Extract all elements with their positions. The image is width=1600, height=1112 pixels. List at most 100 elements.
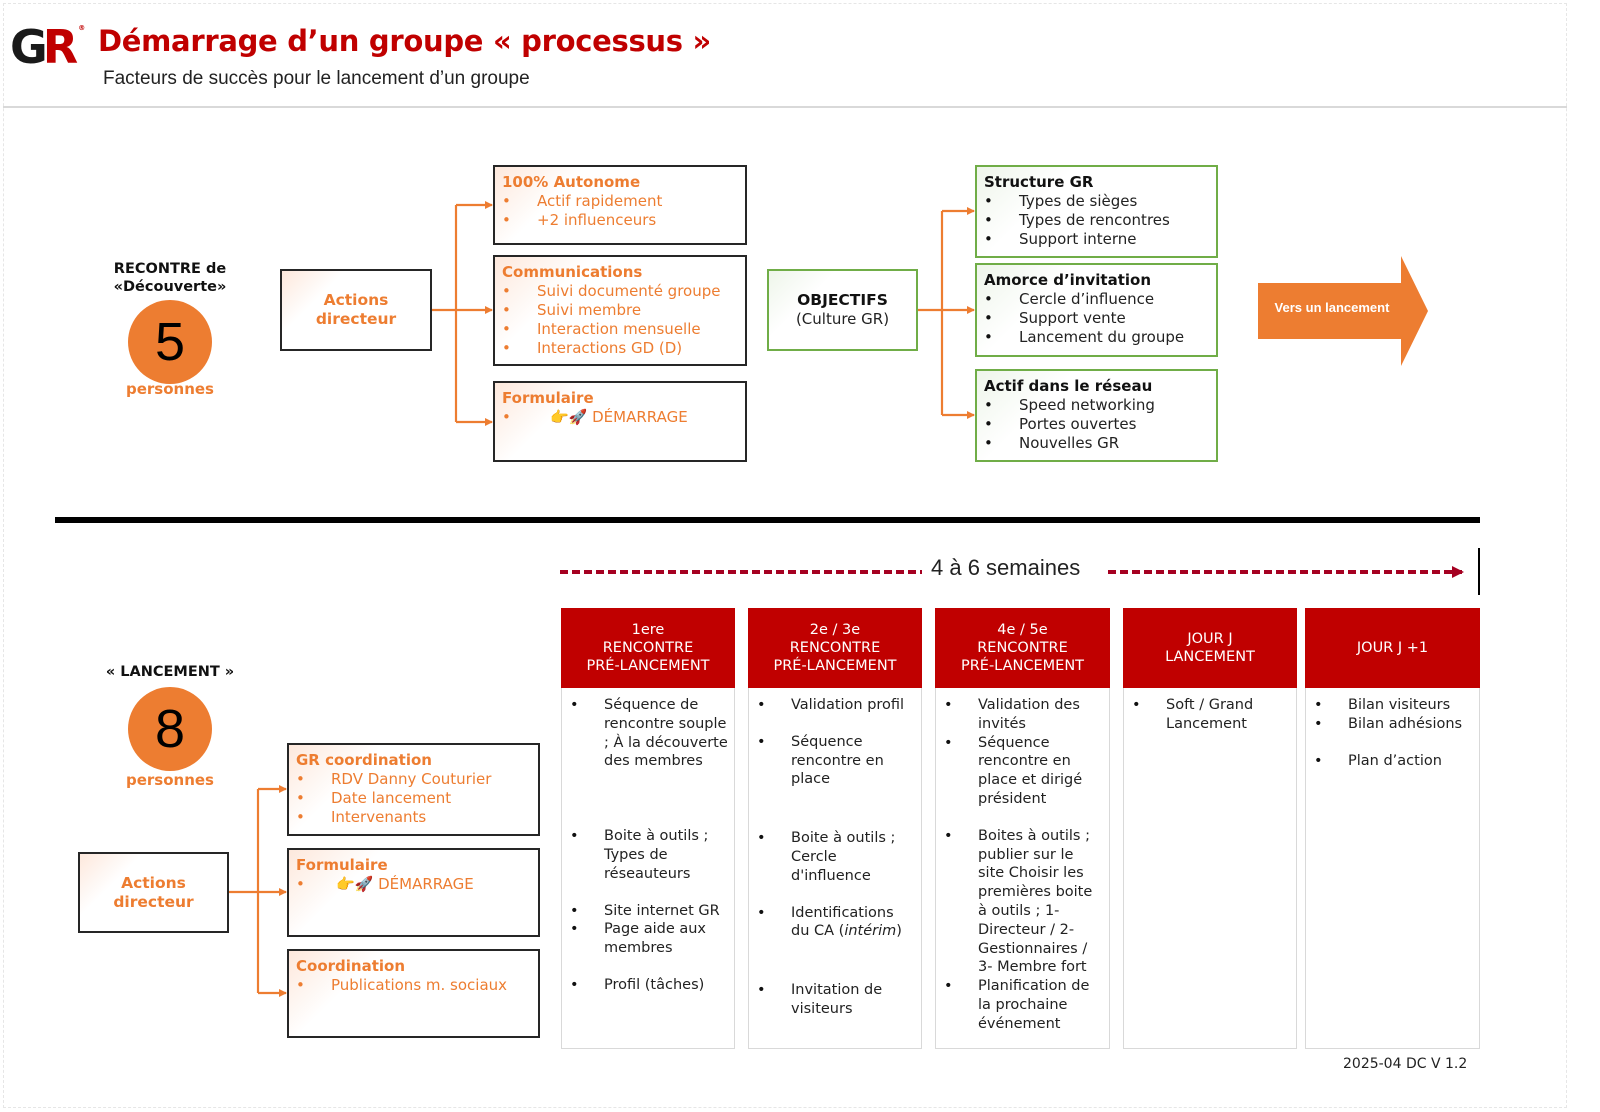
action-bullet: +2 influenceurs [502,211,738,230]
phase-item: Bilan adhésions [1312,715,1473,734]
phase-header: 1ere RENCONTRE PRÉ-LANCEMENT [561,608,735,688]
launch-box-list: RDV Danny Couturier Date lancement Inter… [296,770,531,827]
objective-bullet: Portes ouvertes [984,415,1209,434]
objective-bullet: Types de rencontres [984,211,1209,230]
action-box-communications: Communications Suivi documenté groupe Su… [493,255,747,366]
actions-box-line2: directeur [315,310,397,328]
phase-item: Soft / Grand Lancement [1130,696,1290,734]
phase-column-1: 1ere RENCONTRE PRÉ-LANCEMENT Séquence de… [561,608,735,1049]
phase-header-line: RENCONTRE [602,640,694,656]
action-box-title: Formulaire [502,389,594,407]
launch-count: 8 [154,699,186,759]
launch-box-title: Formulaire [296,856,388,874]
phase-item: Séquence rencontre en place et dirigé pr… [942,734,1103,809]
phase-item: Boite à outils ; Cercle d'influence [755,829,915,885]
action-box-title: 100% Autonome [502,173,641,191]
launch-count-badge: 8 [128,687,212,771]
action-box-list: Suivi documenté groupe Suivi membre Inte… [502,282,738,358]
phase-item-text: Identifications du CA ( [791,904,894,940]
launch-bullet: Intervenants [296,808,531,827]
phase-item: Validation profil [755,696,915,715]
timeline-end-marker [1478,548,1480,595]
objectives-title: OBJECTIFS [797,291,888,309]
objective-box-reseau: Actif dans le réseau Speed networking Po… [975,369,1218,462]
objective-bullet: Lancement du groupe [984,328,1209,347]
objective-box-structure: Structure GR Types de sièges Types de re… [975,165,1218,258]
phase-header-line: PRÉ-LANCEMENT [586,658,710,674]
version-footer: 2025-04 DC V 1.2 [1343,1056,1468,1072]
phase-header-line: PRÉ-LANCEMENT [960,658,1085,674]
objective-box-list: Types de sièges Types de rencontres Supp… [984,192,1209,249]
phase-column-5: JOUR J +1 Bilan visiteurs Bilan adhésion… [1305,608,1480,1049]
launch-count-unit: personnes [125,771,214,789]
next-step-arrow-icon [1258,256,1428,366]
discovery-count: 5 [154,312,186,372]
phase-item: Bilan visiteurs [1312,696,1473,715]
phase-item: Séquence de rencontre souple ; À la déco… [568,696,728,771]
page-subtitle: Facteurs de succès pour le lancement d’u… [103,68,530,89]
phase-item: Boites à outils ; publier sur le site Ch… [942,827,1103,977]
launch-box-coordination: Coordination Publications m. sociaux [287,949,540,1038]
phase-body: Séquence de rencontre souple ; À la déco… [561,688,735,1049]
header-divider [3,106,1567,108]
launch-box-formulaire: Formulaire 👉🚀 DÉMARRAGE [287,848,540,937]
action-bullet: Suivi documenté groupe [502,282,738,301]
phase-item: Validation des invités [942,696,1103,734]
phase-item: Plan d’action [1312,752,1473,771]
timeline-duration: 4 à 6 semaines [928,555,1084,581]
phase-item: Identifications du CA (intérim) [755,904,915,942]
phase-item: Invitation de visiteurs [755,981,915,1019]
phase-item: Boite à outils ; Types de réseauteurs [568,827,728,883]
discovery-actions-box: Actions directeur [280,269,432,351]
launch-bullet: Date lancement [296,789,531,808]
objective-bullet: Support vente [984,309,1209,328]
action-bullet: Suivi membre [502,301,738,320]
launch-group: « LANCEMENT » 8 personnes [100,663,240,789]
phase-header-line: 1ere [631,622,665,638]
action-box-list: Actif rapidement +2 influenceurs [502,192,738,230]
demarrage-form-link[interactable]: 👉🚀 DÉMARRAGE [502,408,738,427]
objective-box-title: Structure GR [984,173,1094,191]
phase-column-2: 2e / 3e RENCONTRE PRÉ-LANCEMENT Validati… [748,608,922,1049]
phase-header-line: LANCEMENT [1165,649,1255,665]
phase-item: Site internet GR [568,902,728,921]
demarrage-form-link[interactable]: 👉🚀 DÉMARRAGE [296,875,531,894]
phase-item: Planification de la prochaine événement [942,977,1103,1033]
launch-label: « LANCEMENT » [105,664,235,680]
actions-box-line1: Actions [323,291,389,309]
actions-box-line1: Actions [121,873,186,892]
action-box-list: 👉🚀 DÉMARRAGE [502,408,738,427]
actions-box-line2: directeur [113,892,194,911]
action-box-title: Communications [502,263,643,281]
objectives-box: OBJECTIFS (Culture GR) [767,269,918,351]
launch-box-list: 👉🚀 DÉMARRAGE [296,875,531,894]
phase-item: Séquence rencontre en place [755,733,915,789]
launch-box-list: Publications m. sociaux [296,976,531,995]
action-bullet: Actif rapidement [502,192,738,211]
logo-letter-r: R [42,20,78,74]
phase-column-3: 4e / 5e RENCONTRE PRÉ-LANCEMENT Validati… [935,608,1110,1049]
objective-box-title: Amorce d’invitation [984,271,1151,289]
action-box-autonome: 100% Autonome Actif rapidement +2 influe… [493,165,747,245]
next-step-label: Vers un lancement [1274,300,1390,315]
phase-item: Profil (tâches) [568,976,728,995]
phase-header: 2e / 3e RENCONTRE PRÉ-LANCEMENT [748,608,922,688]
phase-item-text: ) [896,923,902,940]
phase-header-line: JOUR J +1 [1356,640,1429,656]
phase-header-line: 2e / 3e [809,622,861,638]
phase-body: Validation profil Séquence rencontre en … [748,688,922,1049]
phase-header: JOUR J LANCEMENT [1123,608,1297,688]
phase-header-line: PRÉ-LANCEMENT [773,658,897,674]
objective-bullet: Cercle d’influence [984,290,1209,309]
launch-bullet: RDV Danny Couturier [296,770,531,789]
objective-box-list: Cercle d’influence Support vente Lanceme… [984,290,1209,347]
objective-box-list: Speed networking Portes ouvertes Nouvell… [984,396,1209,453]
section-divider [55,517,1480,523]
discovery-count-unit: personnes [125,380,214,398]
phase-item-emphasis: intérim [844,923,897,940]
phase-header-line: RENCONTRE [977,640,1068,656]
phase-header-line: RENCONTRE [789,640,881,656]
discovery-label-line2: «Découverte» [113,279,227,295]
objective-box-title: Actif dans le réseau [984,377,1153,395]
objective-box-invitation: Amorce d’invitation Cercle d’influence S… [975,263,1218,357]
